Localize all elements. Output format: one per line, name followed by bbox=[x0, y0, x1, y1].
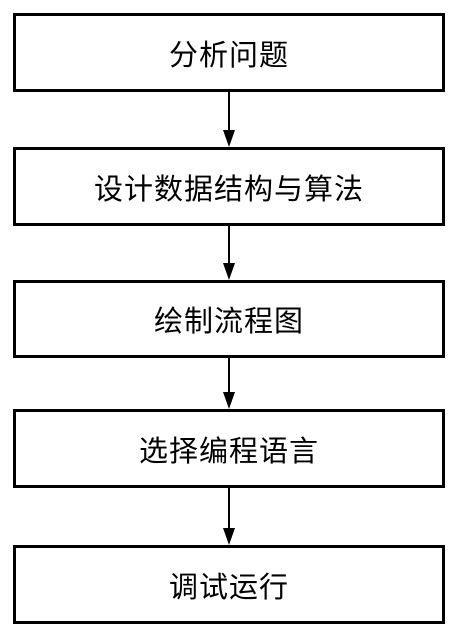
arrow-down-icon bbox=[221, 226, 237, 280]
arrow-down-icon bbox=[221, 92, 237, 147]
flowchart-step-debug-run: 调试运行 bbox=[13, 545, 445, 624]
step-label: 绘制流程图 bbox=[153, 304, 304, 338]
arrow-down-icon bbox=[221, 488, 237, 545]
flowchart-step-analyze-problem: 分析问题 bbox=[13, 13, 445, 92]
step-label: 选择编程语言 bbox=[138, 433, 319, 468]
step-label: 设计数据结构与算法 bbox=[93, 171, 364, 206]
flowchart-step-choose-language: 选择编程语言 bbox=[13, 409, 445, 488]
step-label: 调试运行 bbox=[168, 569, 289, 604]
flowchart-step-draw-flowchart: 绘制流程图 bbox=[13, 280, 445, 358]
arrow-down-icon bbox=[221, 358, 237, 409]
flowchart-step-design-data-structures: 设计数据结构与算法 bbox=[13, 147, 445, 226]
step-label: 分析问题 bbox=[168, 37, 289, 72]
